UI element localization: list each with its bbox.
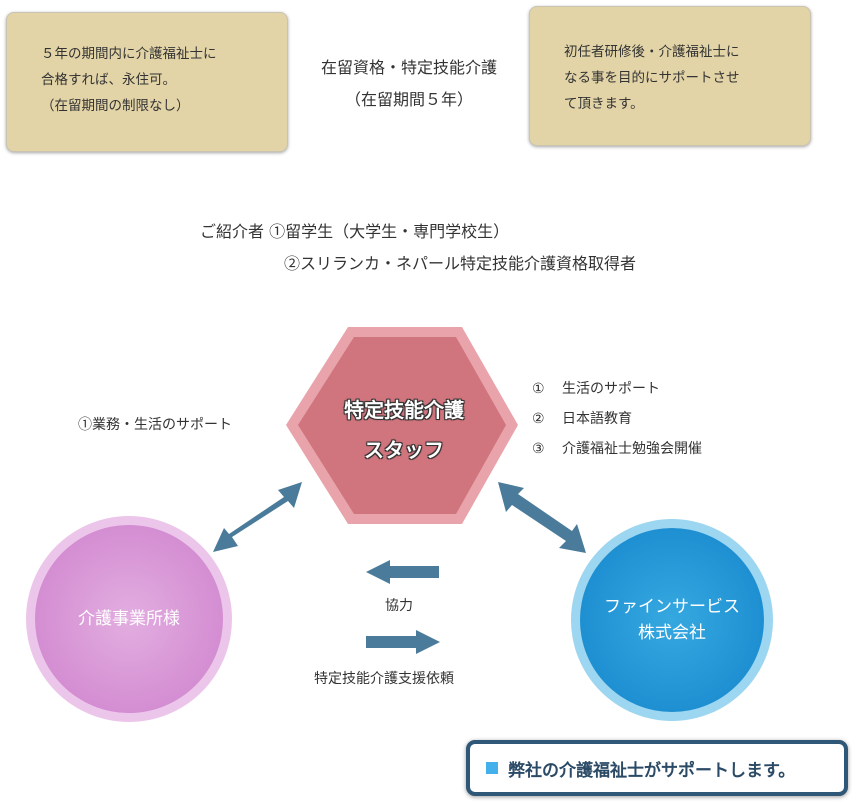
banner-text: 弊社の介護福祉士がサポートします。 <box>508 760 796 781</box>
note-line: （在留期間の制限なし） <box>41 98 190 114</box>
center-node-line-1: 特定技能介護 <box>344 398 464 422</box>
center-node-line-2: スタッフ <box>364 438 444 462</box>
cooperation-arrow-icon <box>366 560 439 584</box>
double-arrow-left-icon <box>213 482 302 552</box>
visa-status-title: 在留資格・特定技能介護 <box>320 58 497 77</box>
introducer-row-1: ご紹介者 ①留学生（大学生・専門学校生） <box>200 216 636 248</box>
note-line: て頂きます。 <box>564 96 644 112</box>
note-permanent-residence: ５年の期間内に介護福祉士に 合格すれば、永住可。 （在留期間の制限なし） <box>6 12 288 152</box>
introducer-section: ご紹介者 ①留学生（大学生・専門学校生） ②スリランカ・ネパール特定技能介護資格… <box>200 216 636 280</box>
square-bullet-icon <box>486 762 498 774</box>
company-label-line-1: ファインサービス <box>604 597 740 617</box>
company-label-line-2: 株式会社 <box>638 623 706 643</box>
support-banner: 弊社の介護福祉士がサポートします。 <box>466 740 848 796</box>
introducer-label: ご紹介者 <box>200 222 265 241</box>
care-facility-label: 介護事業所様 <box>78 609 180 629</box>
left-support-label: ①業務・生活のサポート <box>78 417 232 433</box>
note-line: 初任者研修後・介護福祉士に <box>564 44 740 60</box>
introducer-item-1: ①留学生（大学生・専門学校生） <box>269 222 510 241</box>
cooperation-label: 協力 <box>385 598 413 614</box>
note-line: なる事を目的にサポートさせ <box>564 70 740 86</box>
company-label: ファインサービス 株式会社 <box>580 594 764 646</box>
double-arrow-right-icon <box>498 482 586 553</box>
request-arrow-icon <box>366 630 440 654</box>
note-line: ５年の期間内に介護福祉士に <box>41 46 217 62</box>
care-facility-circle <box>35 525 223 713</box>
visa-status: 在留資格・特定技能介護 （在留期間５年） <box>290 52 528 116</box>
note-support-goal: 初任者研修後・介護福祉士に なる事を目的にサポートさせ て頂きます。 <box>529 6 811 146</box>
center-hexagon <box>298 337 506 514</box>
center-node-label: 特定技能介護 スタッフ <box>292 390 516 470</box>
visa-status-period: （在留期間５年） <box>344 90 473 109</box>
company-circle <box>580 528 764 712</box>
introducer-item-2: ②スリランカ・ネパール特定技能介護資格取得者 <box>284 254 637 273</box>
request-label: 特定技能介護支援依頼 <box>314 671 454 687</box>
note-line: 合格すれば、永住可。 <box>41 72 176 88</box>
